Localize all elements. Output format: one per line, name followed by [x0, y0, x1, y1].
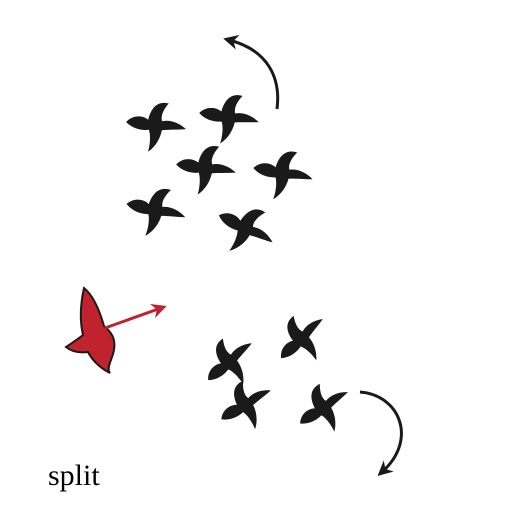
curved-arrow-icon — [359, 390, 403, 476]
bird-silhouette-icon — [125, 101, 187, 154]
lower-flock — [194, 302, 362, 446]
curved-arrow-icon — [223, 34, 280, 110]
predator-bird-icon — [64, 286, 116, 374]
bird-silhouette-icon — [250, 147, 316, 204]
caption-label: split — [48, 459, 100, 492]
bird-silhouette-icon — [266, 302, 340, 377]
bird-silhouette-icon — [288, 373, 362, 446]
bird-silhouette-icon — [207, 196, 283, 265]
bird-silhouette-icon — [174, 144, 238, 197]
bird-silhouette-icon — [197, 92, 261, 147]
attack-arrow — [104, 303, 167, 330]
bird-silhouette-icon — [194, 326, 268, 400]
bird-silhouette-icon — [210, 370, 284, 442]
bird-silhouette-icon — [122, 183, 189, 242]
upper-flock — [122, 92, 316, 265]
